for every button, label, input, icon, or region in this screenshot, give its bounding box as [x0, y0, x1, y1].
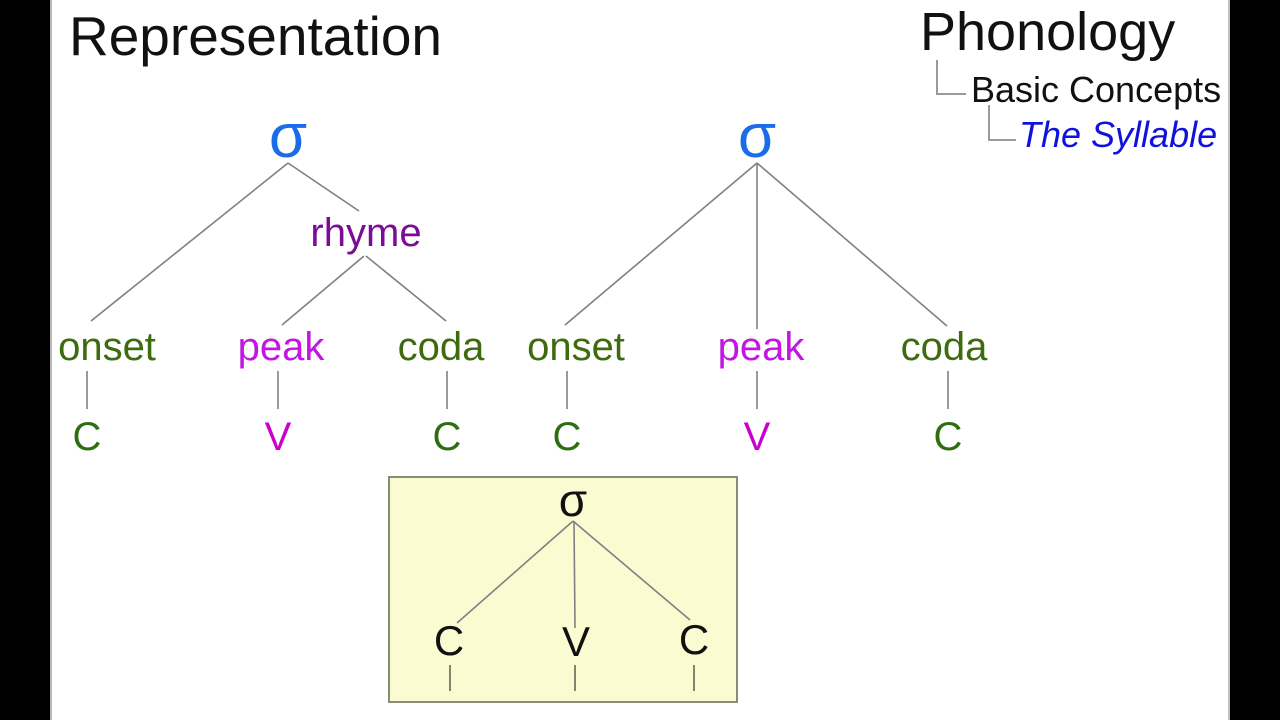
left-tree-coda-node: coda — [397, 325, 485, 369]
left-tree-peak-node: peak — [237, 325, 325, 369]
nav-heading: Phonology — [920, 2, 1176, 62]
letterbox-right — [1228, 0, 1280, 720]
timing-tick-lines — [449, 665, 695, 691]
flat-structure-box — [388, 476, 738, 703]
connector-elbow — [988, 105, 1016, 141]
right-tree-sigma-node: σ — [737, 102, 777, 171]
box-tree-c2-node: C — [678, 616, 710, 663]
right-tree-coda-node: coda — [900, 325, 988, 369]
letterbox-left — [0, 0, 52, 720]
left-tree-onset-node: onset — [58, 325, 156, 369]
right-tree-c2-node: C — [933, 415, 963, 459]
nav-item-basic-concepts: Basic Concepts — [971, 69, 1222, 110]
left-tree-rhyme-node: rhyme — [310, 211, 422, 255]
left-tree-sigma-node: σ — [268, 102, 308, 171]
page-title: Representation — [69, 5, 443, 67]
right-tree-c1-node: C — [552, 415, 582, 459]
box-tree-v-node: V — [561, 618, 591, 665]
right-tree-v-node: V — [743, 415, 771, 459]
box-tree-sigma-node: σ — [558, 474, 588, 526]
box-tree-c1-node: C — [433, 617, 465, 664]
right-tree-peak-node: peak — [717, 325, 805, 369]
connector-elbow — [936, 60, 966, 95]
left-tree-c1-node: C — [72, 415, 102, 459]
nav-item-the-syllable: The Syllable — [1019, 114, 1218, 155]
right-tree-onset-node: onset — [527, 325, 625, 369]
left-tree-v-node: V — [264, 415, 292, 459]
left-tree-c2-node: C — [432, 415, 462, 459]
branch-lines — [86, 162, 949, 629]
